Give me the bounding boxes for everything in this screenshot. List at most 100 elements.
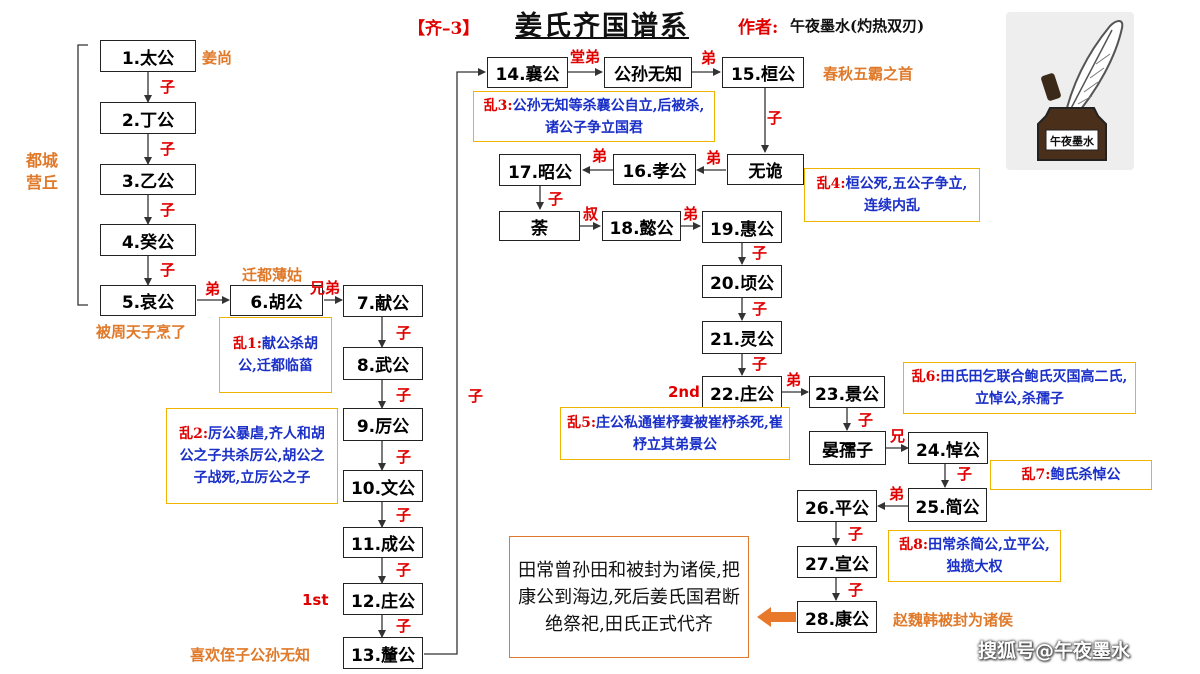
ruler-box: 8.武公 xyxy=(343,347,423,380)
logo: 午夜墨水 xyxy=(1006,12,1134,170)
luan-text: 鲍氏杀悼公 xyxy=(1050,467,1121,483)
relation-label: 子 xyxy=(468,387,484,405)
note-beizhou: 被周天子烹了 xyxy=(96,323,187,341)
relation-label: 子 xyxy=(396,506,412,524)
ruler-box: 16.孝公 xyxy=(613,154,696,185)
relation-label: 子 xyxy=(160,78,176,96)
relation-label: 子 xyxy=(848,581,864,599)
ruler-box: 27.宣公 xyxy=(797,546,877,578)
relation-label: 子 xyxy=(160,140,176,158)
relation-label: 子 xyxy=(396,386,412,404)
ruler-box: 18.懿公 xyxy=(602,211,681,241)
ruler-box: 14.襄公 xyxy=(487,57,568,88)
luan-title: 乱7: xyxy=(1021,467,1051,483)
ruler-box: 1.太公 xyxy=(100,40,196,72)
ruler-box: 荼 xyxy=(499,211,580,241)
luan-title: 乱6: xyxy=(911,369,941,385)
relation-label: 弟 xyxy=(706,149,722,167)
luan-box: 乱1:献公杀胡公,迁都临菑 xyxy=(219,317,332,393)
ruler-box: 15.桓公 xyxy=(722,57,804,88)
luan-text: 庄公私通崔杼妻被崔杼杀死,崔杼立其弟景公 xyxy=(596,414,783,453)
relation-label: 子 xyxy=(848,525,864,543)
relation-label: 叔 xyxy=(583,205,599,223)
ruler-box: 2.丁公 xyxy=(100,102,196,134)
relation-label: 弟 xyxy=(205,280,221,298)
ruler-box: 11.成公 xyxy=(343,527,423,558)
luan-title: 乱3: xyxy=(483,97,513,114)
note-chunqiu: 春秋五霸之首 xyxy=(823,65,914,83)
ruler-box: 5.哀公 xyxy=(100,285,196,316)
relation-label: 子 xyxy=(957,465,973,483)
note-qiandu: 迁都薄姑 xyxy=(242,266,303,284)
ink-bottle-quill-icon: 午夜墨水 xyxy=(1037,20,1124,161)
relation-label: 兄弟 xyxy=(310,279,341,297)
relation-label: 弟 xyxy=(786,371,802,389)
ending-note: 田常曾孙田和被封为诸侯,把康公到海边,死后姜氏国君断绝祭祀,田氏正式代齐 xyxy=(509,536,749,658)
relation-label: 子 xyxy=(858,411,874,429)
ruler-box: 10.文公 xyxy=(343,470,423,502)
ruler-box: 28.康公 xyxy=(797,601,877,633)
ordinal-second: 2nd xyxy=(668,383,700,401)
series-tag: 【齐–3】 xyxy=(408,19,480,39)
luan-title: 乱4: xyxy=(816,176,846,192)
ordinal-first: 1st xyxy=(302,591,329,609)
note-xihuan: 喜欢侄子公孙无知 xyxy=(190,646,311,664)
luan-text: 厉公暴虐,齐人和胡公之子共杀厉公,胡公之子战死,立厉公之子 xyxy=(179,426,325,486)
author-label: 作者: xyxy=(738,18,779,38)
luan-title: 乱2: xyxy=(179,426,209,442)
note-zhaowei: 赵魏韩被封为诸侯 xyxy=(893,611,1014,629)
watermark: 搜狐号@午夜墨水 xyxy=(978,640,1131,662)
ruler-box: 无诡 xyxy=(727,154,804,185)
luan-title: 乱8: xyxy=(899,537,929,553)
ruler-box: 6.胡公 xyxy=(230,285,323,316)
relation-label: 子 xyxy=(752,300,768,318)
luan-box: 乱2:厉公暴虐,齐人和胡公之子共杀厉公,胡公之子战死,立厉公之子 xyxy=(166,408,338,504)
luan-text: 田常杀简公,立平公,独揽大权 xyxy=(928,537,1050,575)
ruler-box: 13.釐公 xyxy=(343,637,423,669)
relation-label: 弟 xyxy=(701,49,717,67)
ruler-box: 4.癸公 xyxy=(100,224,196,256)
relation-label: 弟 xyxy=(683,205,699,223)
luan-box: 乱3:公孙无知等杀襄公自立,后被杀,诸公子争立国君 xyxy=(473,91,715,142)
luan-title: 乱1: xyxy=(233,336,262,352)
arrow-13-14 xyxy=(424,68,486,655)
relation-label: 子 xyxy=(396,448,412,466)
luan-box: 乱4:桓公死,五公子争立,连续内乱 xyxy=(804,168,980,222)
ruler-box: 9.厉公 xyxy=(343,408,423,441)
relation-label: 子 xyxy=(160,261,176,279)
luan-box: 乱7:鲍氏杀悼公 xyxy=(990,460,1152,490)
relation-label: 子 xyxy=(396,617,412,635)
ruler-box: 公孙无知 xyxy=(604,57,692,88)
logo-text: 午夜墨水 xyxy=(1050,134,1095,148)
capital-label: 都城营丘 xyxy=(25,151,58,192)
ruler-box: 7.献公 xyxy=(343,285,423,317)
luan-text: 桓公死,五公子争立,连续内乱 xyxy=(845,176,968,214)
luan-box: 乱6:田氏田乞联合鲍氏灭国高二氏,立悼公,杀孺子 xyxy=(903,362,1136,414)
luan-text: 献公杀胡公,迁都临菑 xyxy=(238,336,318,374)
capital-bracket xyxy=(77,44,88,306)
author-value: 午夜墨水(灼热双刃) xyxy=(790,17,925,35)
luan-box: 乱5:庄公私通崔杼妻被崔杼杀死,崔杼立其弟景公 xyxy=(560,407,790,460)
note-jiangshang: 姜尚 xyxy=(202,49,233,67)
ruler-box: 3.乙公 xyxy=(100,164,196,195)
relation-label: 子 xyxy=(160,201,176,219)
luan-text: 公孙无知等杀襄公自立,后被杀,诸公子争立国君 xyxy=(512,97,705,136)
relation-label: 子 xyxy=(396,561,412,579)
ruler-box: 22.庄公 xyxy=(702,376,782,408)
ruler-box: 23.景公 xyxy=(809,376,885,408)
ruler-box: 20.顷公 xyxy=(702,265,782,298)
relation-label: 堂弟 xyxy=(570,48,601,66)
ruler-box: 21.灵公 xyxy=(702,321,782,354)
relation-label: 子 xyxy=(767,109,783,127)
relation-label: 弟 xyxy=(889,485,905,503)
relation-label: 弟 xyxy=(592,147,608,165)
luan-box: 乱8:田常杀简公,立平公,独揽大权 xyxy=(888,530,1061,582)
relation-label: 子 xyxy=(548,190,564,208)
ruler-box: 25.简公 xyxy=(908,488,987,522)
ruler-box: 17.昭公 xyxy=(499,154,581,186)
page-title: 姜氏齐国谱系 xyxy=(515,11,689,42)
luan-title: 乱5: xyxy=(567,414,597,431)
relation-label: 子 xyxy=(752,244,768,262)
